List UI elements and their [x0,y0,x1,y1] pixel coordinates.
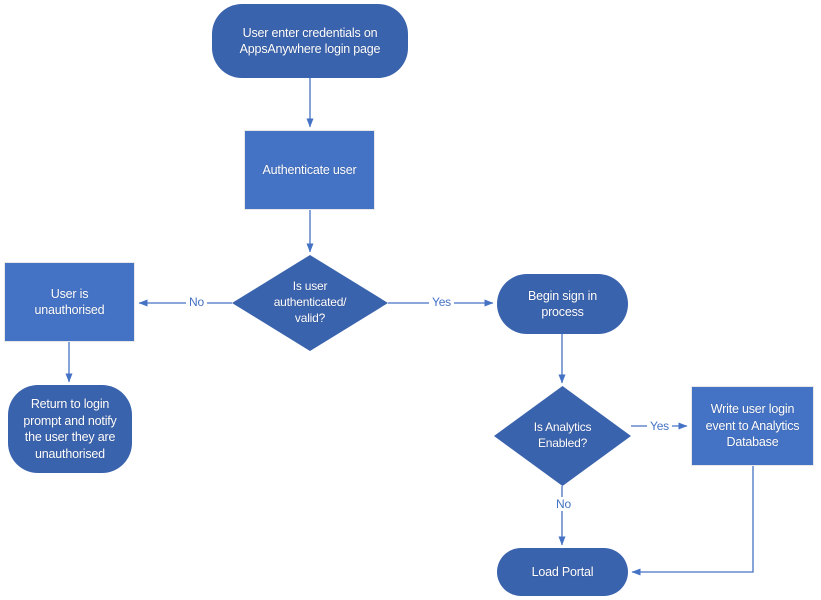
node-return-to-login-prompt[interactable]: Return to login prompt and notify the us… [8,385,132,473]
node-label: User is unauthorised [34,286,105,318]
node-label: Is user authenticated/ valid? [273,279,347,325]
edge-label-edge-analytics-yes-to-write-db: Yes [647,419,672,433]
node-label: Write user login event to Analytics Data… [705,402,800,450]
node-label: User enter credentials on AppsAnywhere l… [239,25,381,57]
node-write-user-login-event[interactable]: Write user login event to Analytics Data… [691,386,814,466]
edge-edge-write-db-to-load-portal [631,466,754,576]
node-load-portal[interactable]: Load Portal [497,548,628,596]
node-authenticate-user[interactable]: Authenticate user [244,130,375,210]
edge-label-edge-analytics-no-to-load-portal: No [553,497,574,511]
node-user-enter-credentials[interactable]: User enter credentials on AppsAnywhere l… [212,4,408,78]
node-label: Is Analytics Enabled? [533,420,592,450]
node-label: Return to login prompt and notify the us… [23,397,117,461]
node-label: Begin sign in process [528,288,597,320]
edge-label-edge-decision-yes-to-begin-signin: Yes [429,295,454,309]
node-user-is-unauthorised[interactable]: User is unauthorised [4,262,135,342]
node-label: Authenticate user [262,162,357,177]
node-begin-sign-in-process[interactable]: Begin sign in process [497,274,628,334]
node-label: Load Portal [531,564,594,579]
edge-label-edge-decision-no-to-unauthorised: No [186,295,207,309]
